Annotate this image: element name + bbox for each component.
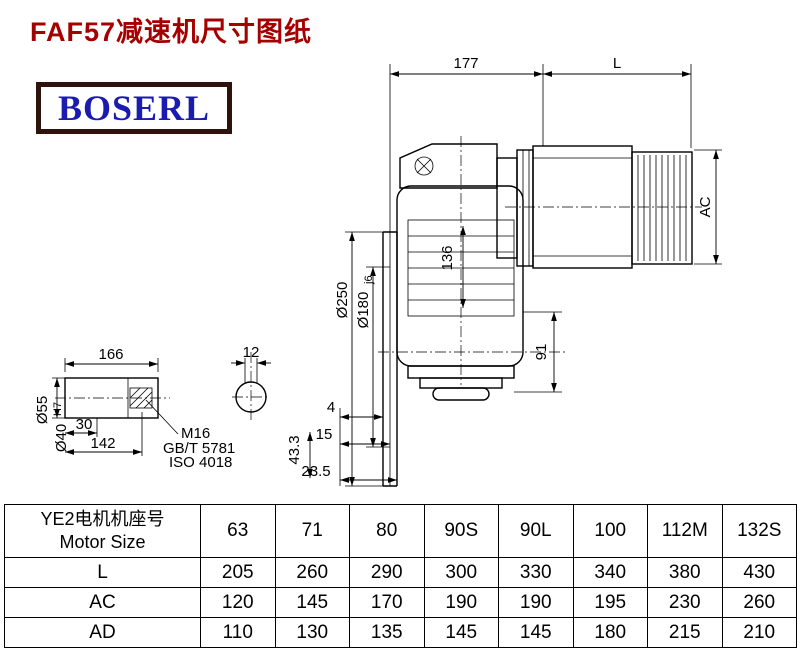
dim-180-tol: j6	[363, 275, 375, 285]
col-header-71: 71	[274, 504, 350, 558]
dim-left: Ø250 Ø180 j6	[334, 231, 390, 487]
cell-AC-80: 170	[349, 587, 425, 618]
dim-91-group: 91	[514, 311, 562, 393]
label-m16: M16	[181, 425, 210, 442]
cell-L-132s: 430	[721, 557, 797, 588]
label-iso: ISO 4018	[169, 454, 232, 471]
cell-AD-132s: 210	[721, 617, 797, 648]
motor	[496, 145, 693, 269]
dimension-table: YE2电机机座号 Motor Size 63 71 80 90S 90L 100…	[4, 504, 797, 648]
table-row-L: L 205 260 290 300 330 340 380 430	[4, 557, 797, 588]
col-header-132s: 132S	[721, 504, 797, 558]
cell-AC-90l: 190	[498, 587, 574, 618]
cell-AD-90l: 145	[498, 617, 574, 648]
col-header-90l: 90L	[498, 504, 574, 558]
dim-136-group: 136	[439, 226, 466, 308]
technical-drawing: 177 L AC Ø250 Ø180 j6 136 91 4 15 23.5 4…	[34, 55, 722, 487]
bolt-hole-marker	[414, 156, 434, 176]
cell-AC-71: 145	[274, 587, 350, 618]
dim-40: Ø40	[53, 424, 70, 452]
cell-AD-63: 110	[200, 617, 276, 648]
flange	[382, 231, 398, 487]
dim-30: 30	[76, 416, 93, 433]
col-header-100: 100	[572, 504, 648, 558]
cell-AD-112m: 215	[647, 617, 723, 648]
dim-250: Ø250	[334, 282, 351, 319]
dim-43-3: 43.3	[286, 435, 303, 464]
cell-AC-90s: 190	[423, 587, 499, 618]
col-header-112m: 112M	[647, 504, 723, 558]
motor-ring-lines	[522, 150, 530, 266]
table-header-row: YE2电机机座号 Motor Size 63 71 80 90S 90L 100…	[4, 504, 797, 558]
dim-ac: AC	[694, 149, 722, 265]
dim-12: 12	[243, 344, 260, 361]
boserl-logo: BOSERL	[36, 82, 232, 134]
dim-177: 177	[453, 55, 478, 72]
shaft-cross-section: 12	[231, 344, 271, 413]
label-gbt: GB/T 5781	[163, 440, 235, 457]
cell-AD-100: 180	[572, 617, 648, 648]
dim-136: 136	[439, 245, 456, 270]
col-header-90s: 90S	[423, 504, 499, 558]
dim-L: L	[613, 55, 621, 72]
col-header-80: 80	[349, 504, 425, 558]
motor-size-header-cn: YE2电机机座号	[40, 508, 165, 529]
page-title: FAF57减速机尺寸图纸	[30, 17, 313, 47]
keyway-hatch	[129, 387, 153, 409]
housing-body	[396, 185, 524, 367]
motor-flange-ring	[516, 149, 534, 267]
mounting-lug	[399, 143, 498, 189]
col-header-63: 63	[200, 504, 276, 558]
cell-L-71: 260	[274, 557, 350, 588]
cell-AC-100: 195	[572, 587, 648, 618]
m16-leader-line	[145, 399, 179, 435]
motor-size-header: YE2电机机座号 Motor Size	[4, 504, 201, 558]
cell-L-90s: 300	[423, 557, 499, 588]
table-row-AD: AD 110 130 135 145 145 180 215 210	[4, 617, 797, 648]
dim-180: Ø180	[355, 292, 372, 329]
dim-40-tol: H7	[52, 402, 64, 416]
dim-AC: AC	[697, 196, 714, 217]
dim-4: 4	[327, 399, 335, 416]
motor-fin-block	[631, 151, 693, 265]
cell-AD-90s: 145	[423, 617, 499, 648]
row-label-AD: AD	[4, 617, 201, 648]
cell-AD-80: 135	[349, 617, 425, 648]
output-hub-cap	[432, 387, 490, 401]
logo-text: BOSERL	[57, 88, 211, 128]
row-label-AC: AC	[4, 587, 201, 618]
shaft-body	[64, 377, 159, 419]
cell-AC-132s: 260	[721, 587, 797, 618]
dim-top-ext-lines	[389, 64, 692, 232]
shaft-detail: 166 Ø55 Ø40 H7 30 142 M16 GB/T 5781 ISO …	[34, 346, 235, 471]
dim-top: 177 L	[389, 55, 692, 232]
cell-L-90l: 330	[498, 557, 574, 588]
cell-AC-63: 120	[200, 587, 276, 618]
cell-L-100: 340	[572, 557, 648, 588]
cell-L-80: 290	[349, 557, 425, 588]
dim-left-ext-lines	[345, 231, 390, 487]
dim-23-5: 23.5	[301, 463, 330, 480]
motor-fins	[637, 155, 687, 261]
shaft-circle	[235, 381, 267, 413]
dim-55: Ø55	[34, 396, 51, 424]
dim-bottom: 4 15 23.5 43.3	[286, 399, 397, 486]
motor-body-lines	[533, 157, 632, 257]
row-label-L: L	[4, 557, 201, 588]
dim-142: 142	[90, 435, 115, 452]
cell-L-63: 205	[200, 557, 276, 588]
cell-AC-112m: 230	[647, 587, 723, 618]
bolt-hole-cross	[416, 158, 432, 174]
motor-size-header-en: Motor Size	[59, 532, 146, 552]
dim-91: 91	[533, 344, 550, 361]
dim-166: 166	[98, 346, 123, 363]
table-row-AC: AC 120 145 170 190 190 195 230 260	[4, 587, 797, 618]
dim-15: 15	[316, 426, 333, 443]
cell-AD-71: 130	[274, 617, 350, 648]
gear-housing	[396, 143, 524, 401]
cell-L-112m: 380	[647, 557, 723, 588]
